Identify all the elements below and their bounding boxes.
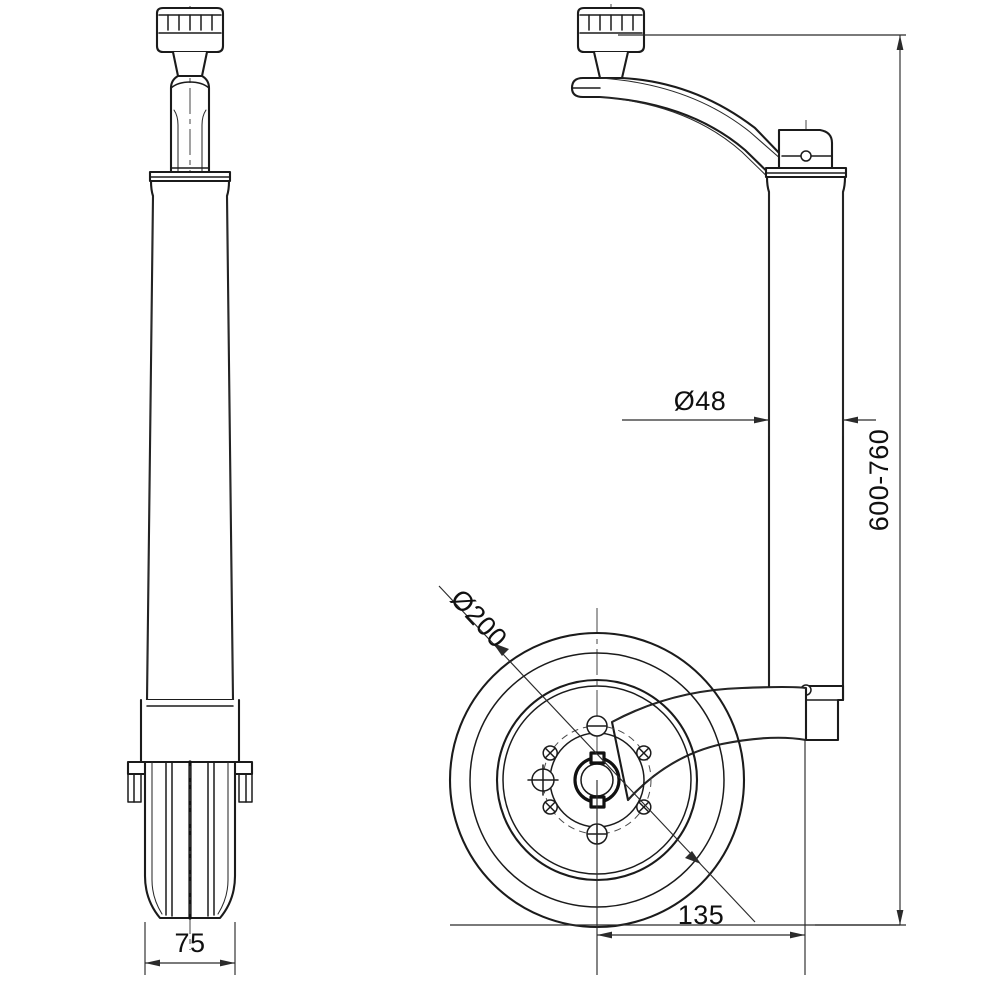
right-crank-bracket [777, 128, 834, 170]
left-view-group [126, 6, 254, 950]
right-crank-arm [570, 76, 784, 189]
right-crank-stem [592, 50, 630, 80]
dimension-d48-label: Ø48 [674, 386, 727, 416]
hub-keyway-top [589, 751, 606, 765]
right-wheel-fork-arm [610, 685, 808, 802]
left-crank-knob [155, 6, 225, 54]
left-crank-stem [169, 50, 211, 174]
right-lower-collar [800, 684, 845, 742]
left-upper-collar [148, 170, 232, 183]
right-crank-knob [576, 6, 646, 54]
left-outer-tube [145, 179, 235, 702]
bolt-hole [586, 715, 608, 737]
dimension-height-group: 600-760 [618, 34, 906, 926]
right-upper-collar [764, 166, 848, 179]
bolt-hole [636, 799, 652, 815]
bolt-hole [636, 745, 652, 761]
dimension-height-label: 600-760 [864, 429, 894, 532]
dimension-75-label: 75 [174, 928, 205, 958]
right-outer-tube [765, 175, 847, 702]
hub-axle-marker [527, 764, 559, 796]
dimension-d200-label: Ø200 [445, 584, 513, 654]
dimension-75-group: 75 [144, 922, 236, 975]
bolt-hole [542, 799, 558, 815]
right-view-group [448, 4, 848, 952]
bolt-hole [542, 745, 558, 761]
dimension-d48-group: Ø48 [622, 192, 876, 436]
left-wheel-edge-on [143, 760, 237, 920]
